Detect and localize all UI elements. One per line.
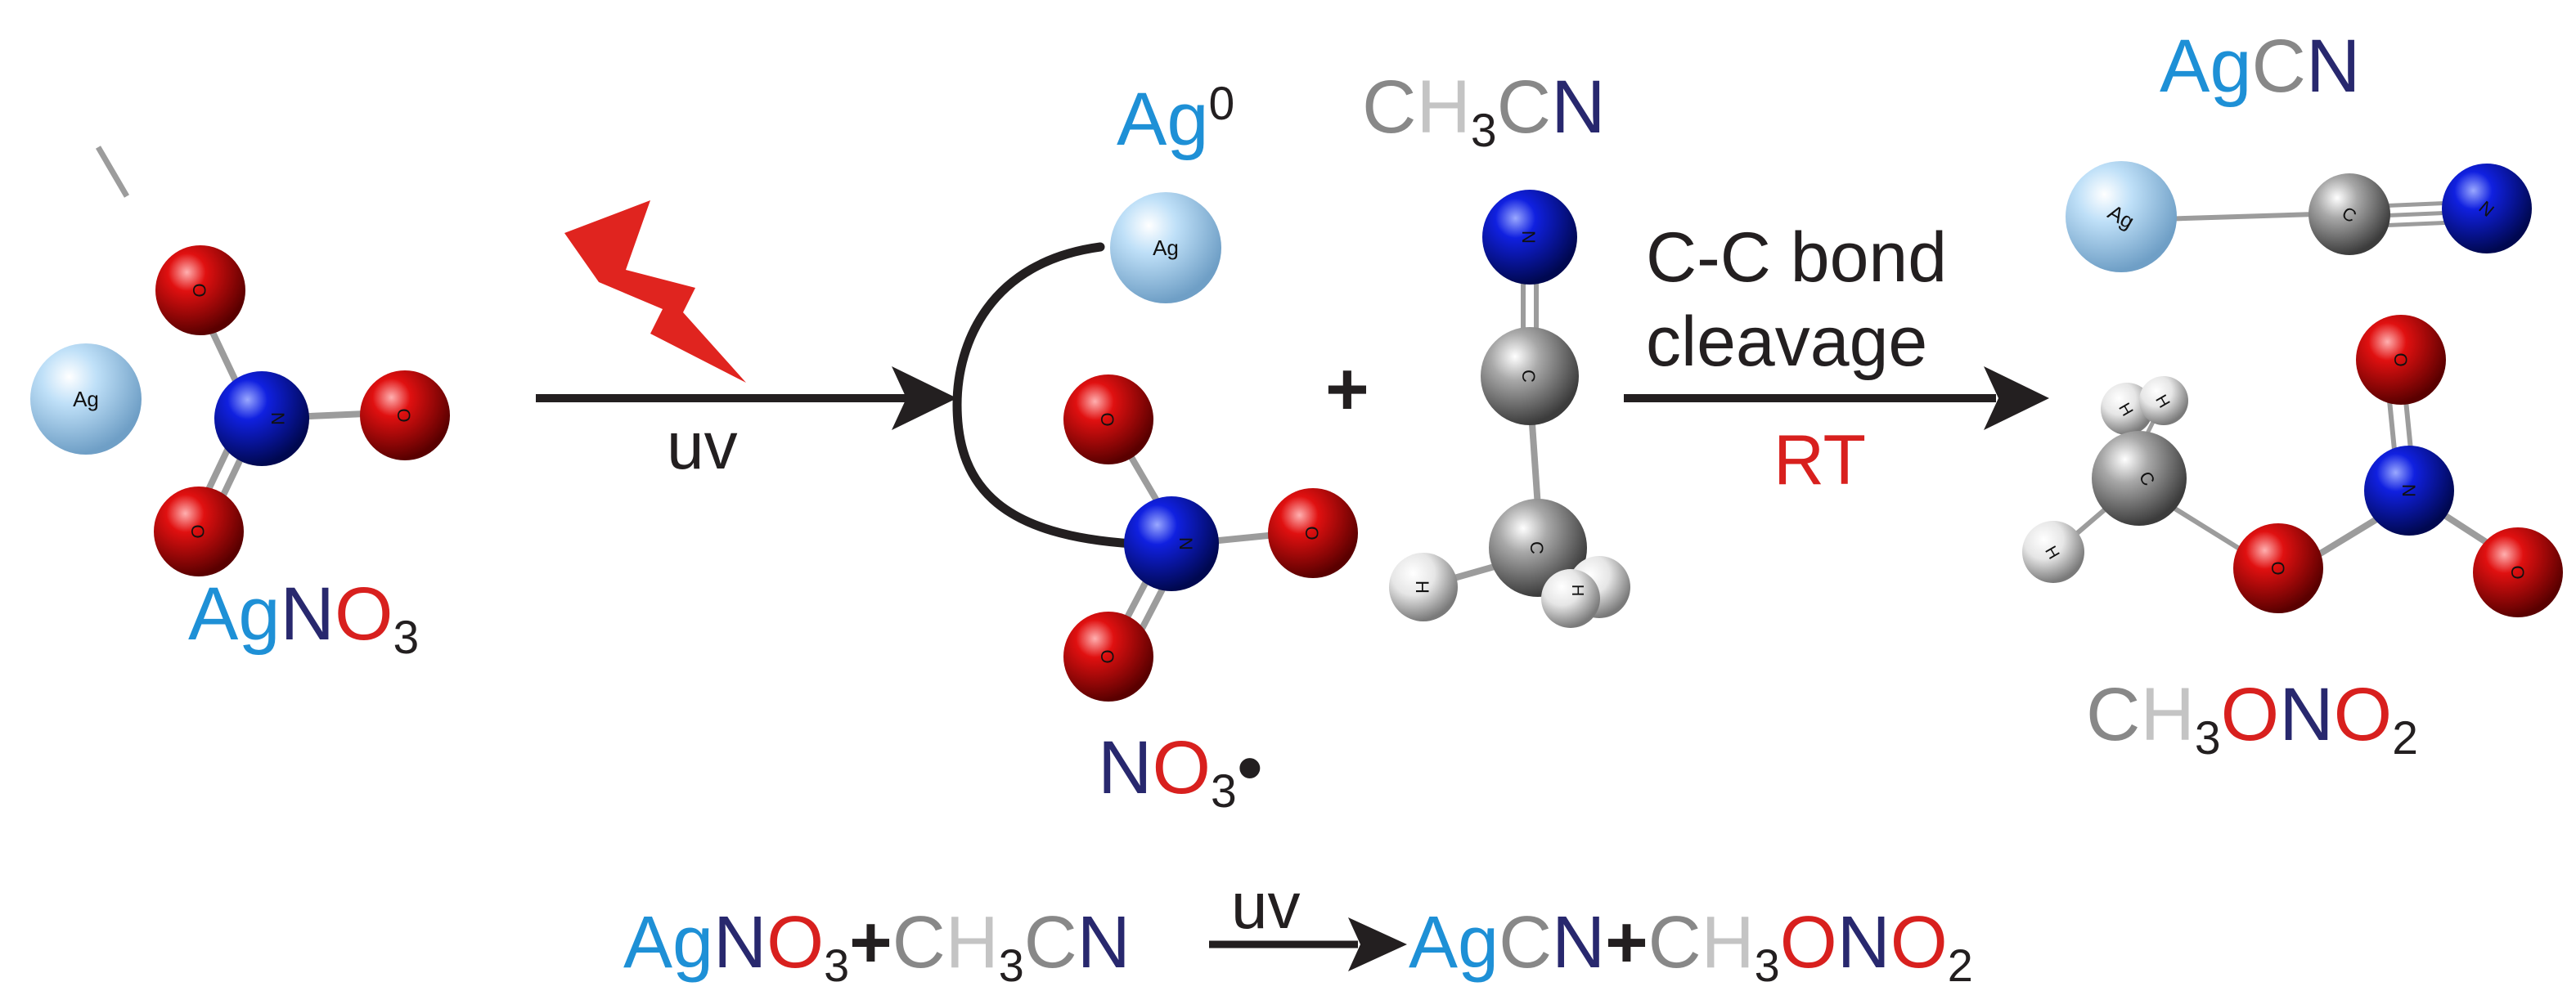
o-atom [1268,488,1358,578]
n-atom [1124,496,1219,591]
no3-radical-molecule: O N O O [1063,374,1358,702]
equation-arrow [1209,917,1407,971]
agno3-formula: AgNO3 [188,572,420,665]
atom-label: O [187,524,208,538]
o-atom [1063,612,1153,702]
agno3-molecule: Ag O N O O [30,146,450,576]
ag0-label: Ag0 [1117,77,1235,161]
atom-label: O [2268,561,2288,575]
c-atom [2309,173,2390,255]
n-atom [214,371,309,466]
cc-bond-label: C-C bond [1646,218,1948,297]
atom-label: O [1301,526,1322,540]
o-atom [1063,374,1153,464]
acetonitrile-formula: CH3CN [1362,65,1606,158]
c-atom [2092,431,2187,526]
o-atom [2233,523,2323,613]
atom-label: Ag [73,387,99,411]
o-atom [2473,527,2563,617]
plus-sign: + [1325,348,1369,431]
o-atom [154,487,244,576]
atom-label: H [1568,585,1586,596]
h-atom [1389,553,1458,621]
atom-label: H [1412,581,1432,594]
acetonitrile-molecule: N C C H H [1389,190,1630,628]
overall-equation-products: AgCN+CH3ONO2 [1409,902,1973,991]
atom-label: O [1097,412,1117,426]
h-atom [2022,521,2084,583]
uv-condition-label: uv [667,409,738,483]
solvent-cage-arc [952,242,1138,549]
equation-uv-label: uv [1231,869,1301,942]
cleavage-label: cleavage [1646,303,1928,381]
overall-equation: AgNO3+CH3CN [623,902,1131,991]
n-atom [1482,190,1577,285]
atom-label: O [1097,649,1117,663]
no3-radical-formula: NO3• [1098,726,1263,818]
ag-atom [30,343,142,455]
uv-reaction-arrow [536,366,957,430]
ag0-atom [1110,192,1221,303]
lightning-bolt-icon [564,200,746,383]
atom-label: O [2507,565,2528,579]
h-atom [1541,569,1600,628]
o-atom [155,245,245,335]
ag-atom [2066,161,2177,272]
atom-label: Ag [1153,235,1179,260]
h-atom [2139,376,2188,425]
methyl-nitrate-molecule: H H C H O N O O [2022,315,2563,617]
atom-label: O [393,408,414,422]
c-atom [1481,327,1579,425]
agcn-formula: AgCN [2160,25,2361,108]
agcn-molecule: Ag C N [2066,161,2532,272]
atom-label: N [1518,231,1539,244]
methyl-nitrate-formula: CH3ONO2 [2086,673,2418,765]
atom-label: N [267,412,288,425]
o-atom [360,370,450,460]
rt-condition-label: RT [1774,421,1867,500]
atom-label: C [1518,370,1539,383]
atom-label: N [1176,537,1196,550]
n-atom [2442,164,2532,253]
atom-label: O [2390,352,2411,366]
n-atom [2364,446,2454,536]
atom-label: C [1526,541,1547,554]
cc-cleavage-reaction-arrow [1624,366,2049,430]
atom-label: O [189,283,209,297]
o-atom [2356,315,2446,405]
atom-label: N [2398,484,2419,497]
